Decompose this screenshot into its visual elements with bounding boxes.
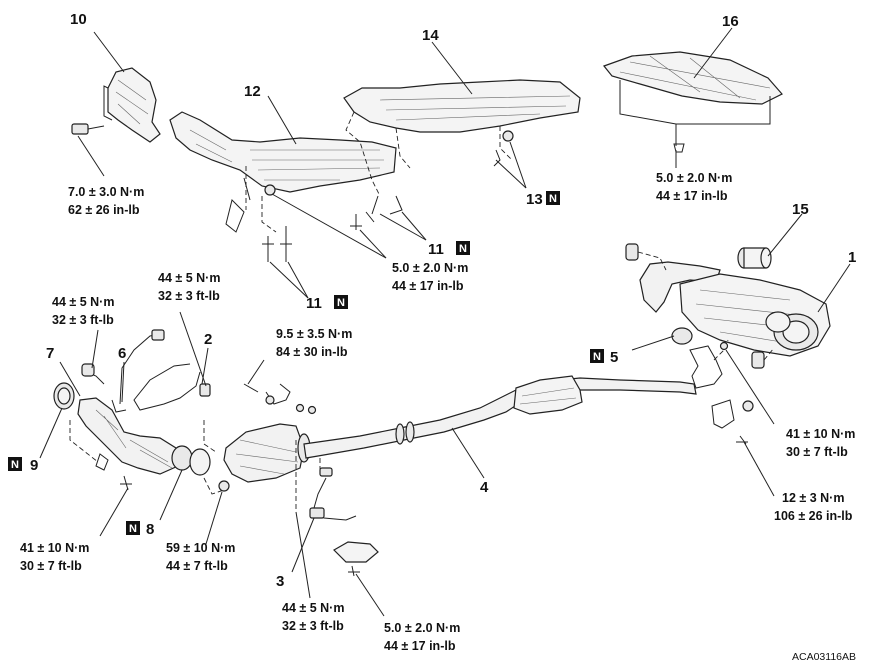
svg-text:N: N xyxy=(11,459,19,471)
diagram-code: ACA03116AB xyxy=(792,651,856,663)
torque-8-alt: 44 ± 7 ft-lb xyxy=(166,559,228,573)
label-12: 12 xyxy=(244,83,261,100)
label-8: 8 xyxy=(146,521,154,538)
oxygen-sensor-2 xyxy=(133,363,217,453)
svg-text:N: N xyxy=(593,351,601,363)
torque-bottom-nm: 5.0 ± 2.0 N·m xyxy=(384,621,460,635)
n-marker-8: N xyxy=(126,521,140,535)
svg-text:N: N xyxy=(459,243,467,255)
n-marker-9: N xyxy=(8,457,22,471)
torque-2-nm: 44 ± 5 N·m xyxy=(158,271,220,285)
new-part-markers: N N N N N N xyxy=(8,191,604,535)
label-5: 5 xyxy=(610,349,618,366)
heat-protector-10 xyxy=(71,67,161,143)
torque-10-nm: 7.0 ± 3.0 N·m xyxy=(68,185,144,199)
main-muffler-1 xyxy=(625,243,831,445)
label-10: 10 xyxy=(70,11,87,28)
label-7: 7 xyxy=(46,345,54,362)
torque-bracket-nm: 9.5 ± 3.5 N·m xyxy=(276,327,352,341)
torque-bracket-alt: 84 ± 30 in-lb xyxy=(276,345,348,359)
torque-12-alt: 44 ± 17 in-lb xyxy=(392,279,464,293)
part-labels: 10 12 14 16 15 1 13 11 11 2 6 7 9 8 3 4 … xyxy=(30,11,856,590)
torque-12-nm: 5.0 ± 2.0 N·m xyxy=(392,261,468,275)
label-11-lower: 11 xyxy=(306,295,322,312)
svg-text:N: N xyxy=(337,297,345,309)
oxygen-sensor-6 xyxy=(81,329,165,413)
heat-protector-14 xyxy=(343,79,581,230)
catalytic-converter xyxy=(223,383,317,483)
label-16: 16 xyxy=(722,13,739,30)
label-11-upper: 11 xyxy=(428,241,444,258)
label-6: 6 xyxy=(118,345,126,362)
leader-lines xyxy=(39,27,851,617)
torque-16-alt: 44 ± 17 in-lb xyxy=(656,189,728,203)
torque-rear2-nm: 12 ± 3 N·m xyxy=(782,491,844,505)
n-marker-11-upper: N xyxy=(456,241,470,255)
torque-3-nm: 44 ± 5 N·m xyxy=(282,601,344,615)
n-marker-11-lower: N xyxy=(334,295,348,309)
center-exhaust-pipe-4 xyxy=(303,375,697,459)
label-2: 2 xyxy=(204,331,212,348)
label-14: 14 xyxy=(422,27,439,44)
torque-2-alt: 32 ± 3 ft-lb xyxy=(158,289,220,303)
torque-6-alt: 32 ± 3 ft-lb xyxy=(52,313,114,327)
label-1: 1 xyxy=(848,249,856,266)
svg-text:N: N xyxy=(549,193,557,205)
torque-9-alt: 30 ± 7 ft-lb xyxy=(20,559,82,573)
torque-8-nm: 59 ± 10 N·m xyxy=(166,541,235,555)
svg-text:N: N xyxy=(129,523,137,535)
label-4: 4 xyxy=(480,479,489,496)
torque-bottom-alt: 44 ± 17 in-lb xyxy=(384,639,456,653)
label-15: 15 xyxy=(792,201,809,218)
torque-6-nm: 44 ± 5 N·m xyxy=(52,295,114,309)
label-13: 13 xyxy=(526,191,543,208)
torque-9-nm: 41 ± 10 N·m xyxy=(20,541,89,555)
label-9: 9 xyxy=(30,457,38,474)
torque-3-alt: 32 ± 3 ft-lb xyxy=(282,619,344,633)
n-marker-13: N xyxy=(546,191,560,205)
heat-protector-16 xyxy=(603,51,783,153)
hanger-15 xyxy=(737,247,772,269)
n-marker-5: N xyxy=(590,349,604,363)
torque-specs: 7.0 ± 3.0 N·m 62 ± 26 in-lb 5.0 ± 2.0 N·… xyxy=(20,171,855,653)
oxygen-sensor-3 xyxy=(295,440,379,577)
torque-rear2-alt: 106 ± 26 in-lb xyxy=(774,509,853,523)
front-exhaust-pipe xyxy=(53,382,230,495)
torque-16-nm: 5.0 ± 2.0 N·m xyxy=(656,171,732,185)
label-3: 3 xyxy=(276,573,284,590)
heat-protector-12 xyxy=(169,111,397,262)
torque-rear1-alt: 30 ± 7 ft-lb xyxy=(786,445,848,459)
torque-rear1-nm: 41 ± 10 N·m xyxy=(786,427,855,441)
torque-10-alt: 62 ± 26 in-lb xyxy=(68,203,140,217)
